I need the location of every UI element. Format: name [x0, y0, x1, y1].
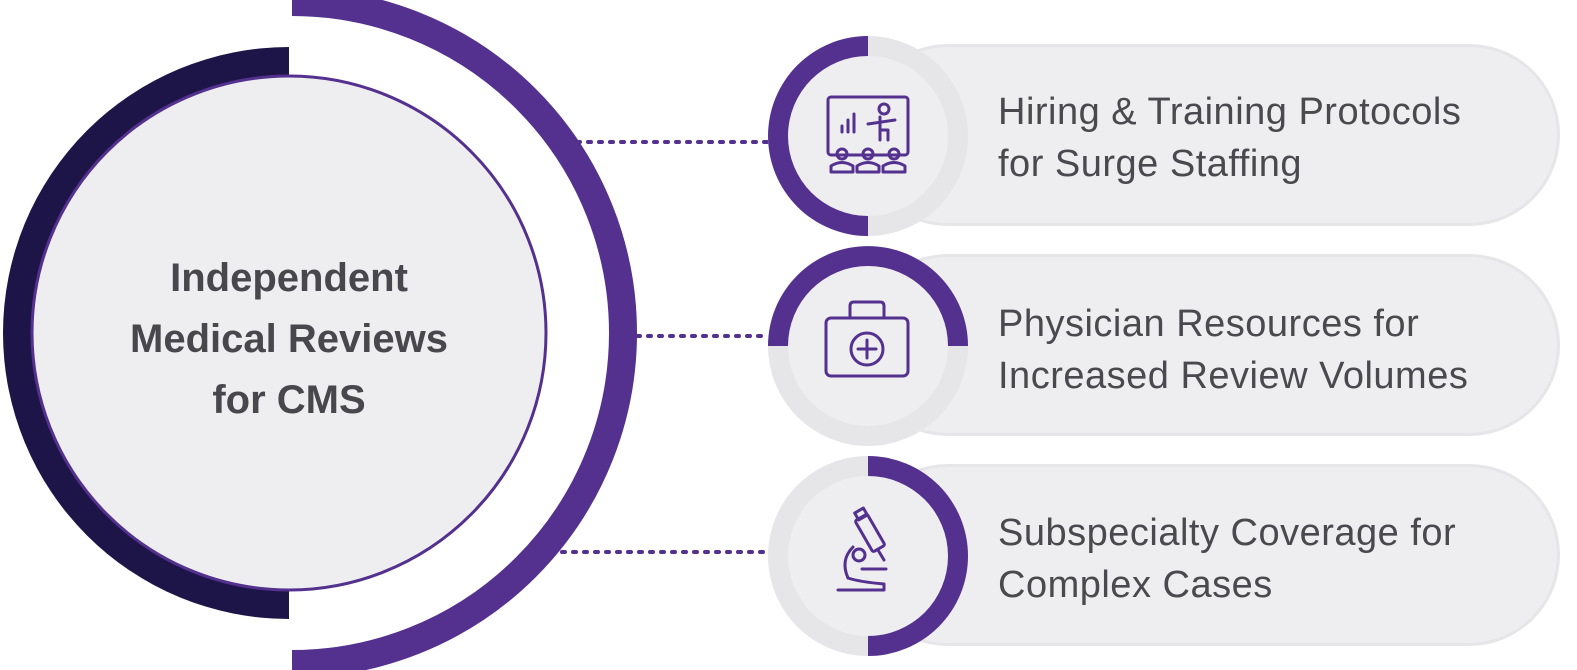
center-title-line-1: Independent: [170, 256, 408, 300]
item-badge-3: [768, 456, 968, 656]
item-3-line-1: Subspecialty Coverage for: [998, 512, 1457, 554]
center-title: Independent Medical Reviews for CMS: [44, 248, 534, 431]
item-3-line-2: Complex Cases: [998, 564, 1273, 606]
item-pill-1: [860, 47, 1557, 223]
medical-kit-icon: [824, 300, 910, 378]
item-label-2: Physician Resources for Increased Review…: [998, 298, 1538, 402]
center-disc: [30, 74, 548, 592]
item-label-3: Subspecialty Coverage for Complex Cases: [998, 507, 1538, 611]
presentation-training-icon: [826, 95, 910, 174]
item-2-line-2: Increased Review Volumes: [998, 355, 1469, 397]
item-2-line-1: Physician Resources for: [998, 303, 1420, 345]
item-pill-3: [860, 467, 1557, 643]
item-label-1: Hiring & Training Protocols for Surge St…: [998, 86, 1538, 190]
item-pill-2: [860, 257, 1557, 433]
center-title-line-3: for CMS: [212, 378, 366, 422]
item-1-line-2: for Surge Staffing: [998, 143, 1303, 185]
item-1-line-1: Hiring & Training Protocols: [998, 91, 1462, 133]
item-badge-1: [768, 36, 968, 236]
center-right-arc: [291, 0, 637, 670]
center-title-line-2: Medical Reviews: [130, 317, 448, 361]
microscope-icon: [836, 506, 888, 592]
